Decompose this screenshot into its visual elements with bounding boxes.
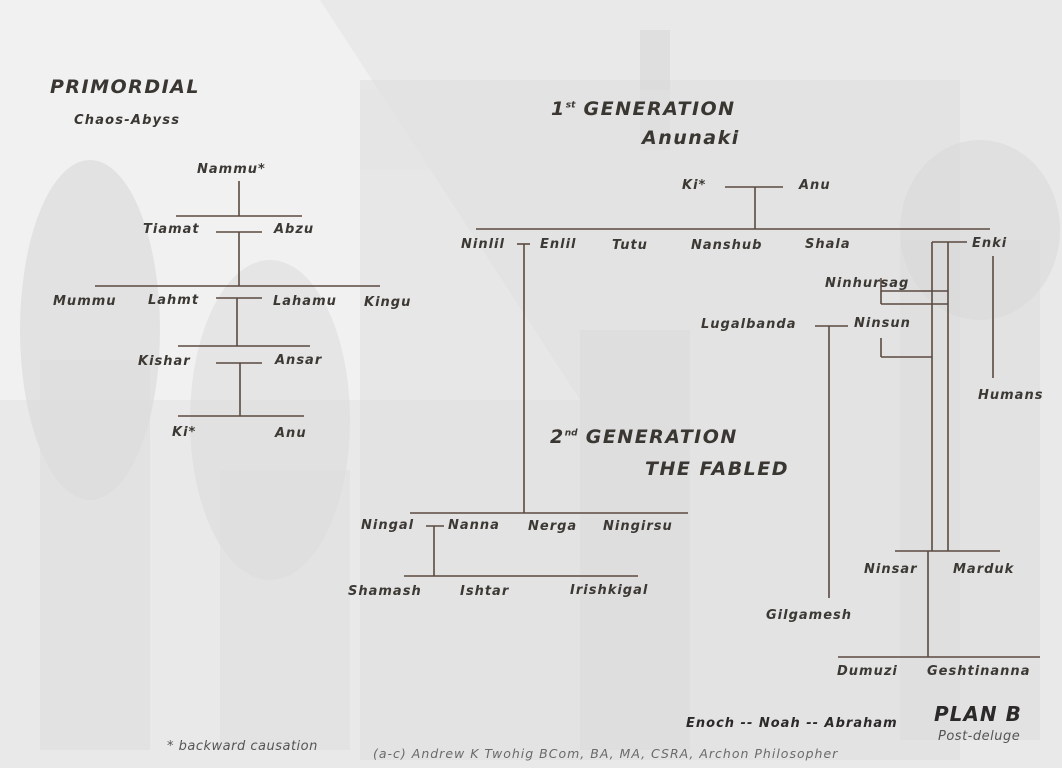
- name-nammu: Nammu*: [197, 162, 266, 177]
- name-nanna: Nanna: [448, 518, 500, 533]
- name-mummu: Mummu: [53, 294, 117, 309]
- gen2-word: GENERATION: [585, 426, 738, 448]
- name-kingu: Kingu: [364, 295, 412, 310]
- name-tiamat: Tiamat: [143, 222, 200, 237]
- name-nanshub: Nanshub: [691, 238, 763, 253]
- gen1-ordinal: st: [565, 100, 576, 111]
- name-lugalbanda: Lugalbanda: [701, 317, 797, 332]
- name-kishar: Kishar: [138, 354, 191, 369]
- name-ningirsu: Ningirsu: [603, 519, 673, 534]
- heading-first-generation: 1st GENERATION: [551, 98, 736, 120]
- name-ansar: Ansar: [275, 353, 323, 368]
- name-anu: Anu: [799, 178, 831, 193]
- name-ishtar: Ishtar: [460, 584, 510, 599]
- name-shala: Shala: [805, 237, 851, 252]
- name-lahmt: Lahmt: [148, 293, 200, 308]
- heading-anunaki: Anunaki: [642, 127, 740, 149]
- heading-second-generation: 2nd GENERATION: [550, 426, 738, 448]
- name-shamash: Shamash: [348, 584, 422, 599]
- name-ninsun: Ninsun: [854, 316, 911, 331]
- name-ki-primordial: Ki*: [172, 425, 197, 440]
- patriarchs-line: Enoch -- Noah -- Abraham: [686, 716, 898, 731]
- name-humans: Humans: [978, 388, 1044, 403]
- name-enki: Enki: [972, 236, 1008, 251]
- heading-the-fabled: THE FABLED: [645, 458, 790, 480]
- name-dumuzi: Dumuzi: [837, 664, 898, 679]
- name-enlil: Enlil: [540, 237, 577, 252]
- name-ninsar: Ninsar: [864, 562, 918, 577]
- name-ninhursag: Ninhursag: [825, 276, 910, 291]
- gen2-number: 2: [550, 426, 565, 448]
- plan-subtitle: Post-deluge: [938, 729, 1021, 744]
- heading-plan-b: PLAN B: [934, 702, 1022, 726]
- name-geshtinanna: Geshtinanna: [927, 664, 1031, 679]
- name-gilgamesh: Gilgamesh: [766, 608, 853, 623]
- heading-chaos-abyss: Chaos-Abyss: [74, 113, 181, 128]
- name-ningal: Ningal: [361, 518, 415, 533]
- name-lahamu: Lahamu: [273, 294, 337, 309]
- name-marduk: Marduk: [953, 562, 1015, 577]
- name-anu-primordial: Anu: [275, 426, 307, 441]
- name-irishkigal: Irishkigal: [570, 583, 649, 598]
- name-ki: Ki*: [682, 178, 707, 193]
- name-ninlil: Ninlil: [461, 237, 505, 252]
- name-tutu: Tutu: [612, 238, 648, 253]
- name-nerga: Nerga: [528, 519, 578, 534]
- credit-line: (a-c) Andrew K Twohig BCom, BA, MA, CSRA…: [373, 746, 839, 761]
- gen2-ordinal: nd: [564, 428, 578, 439]
- gen1-number: 1: [551, 98, 566, 120]
- name-abzu: Abzu: [274, 222, 315, 237]
- footnote-backward-causation: * backward causation: [167, 739, 318, 754]
- heading-primordial: PRIMORDIAL: [50, 76, 200, 98]
- gen1-word: GENERATION: [583, 98, 736, 120]
